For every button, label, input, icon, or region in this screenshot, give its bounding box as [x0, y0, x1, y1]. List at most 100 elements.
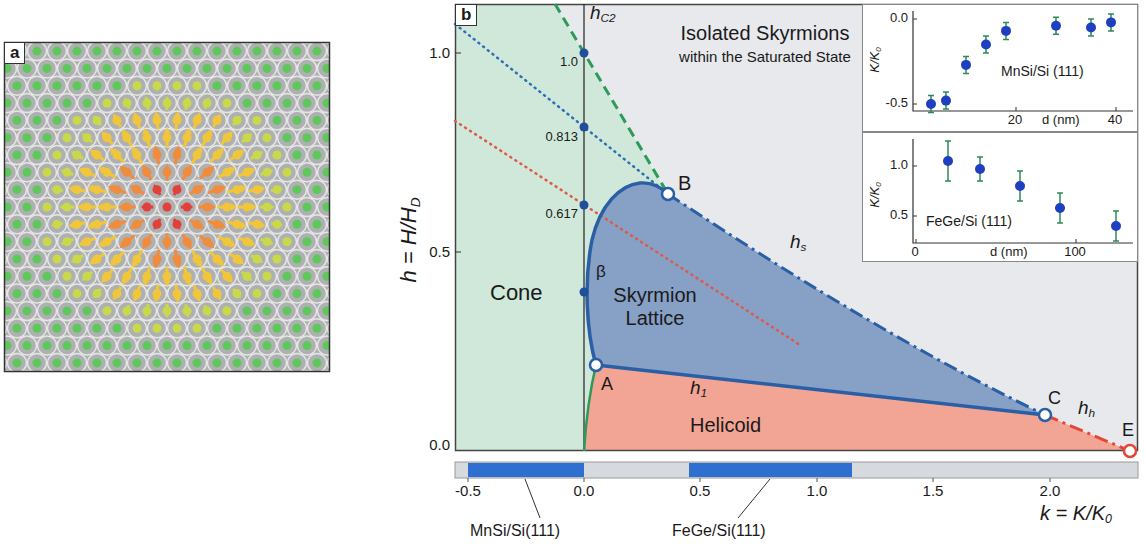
lattice-site — [318, 42, 331, 43]
spin-arrow — [227, 189, 240, 192]
spin-arrowhead — [256, 151, 263, 158]
spin-dot — [53, 151, 62, 160]
lattice-site — [58, 198, 77, 217]
spin-arrow — [157, 117, 158, 129]
leader-line — [738, 479, 770, 518]
lattice-site — [148, 353, 167, 372]
spin-dot — [303, 168, 312, 177]
spin-arrow — [227, 222, 240, 225]
lattice-site — [248, 111, 267, 130]
spin-arrowhead — [205, 277, 212, 284]
spin-arrow — [184, 267, 188, 280]
spin-arrowhead — [51, 220, 58, 228]
spin-arrow — [263, 274, 265, 276]
lattice-site — [138, 163, 157, 182]
lattice-site — [78, 59, 97, 78]
lattice-site — [168, 319, 187, 338]
spin-arrowhead — [153, 81, 161, 87]
spin-arrowhead — [237, 258, 244, 265]
lattice-site — [4, 76, 7, 95]
lattice-site — [118, 267, 137, 286]
spin-dot — [43, 168, 52, 177]
lattice-site — [308, 319, 327, 338]
axis-title: K/K — [867, 52, 882, 73]
spin-arrowhead — [245, 274, 252, 281]
spin-arrowhead — [90, 258, 97, 265]
spin-dot — [163, 203, 172, 212]
spin-arrowhead — [214, 114, 221, 121]
spin-arrowhead — [113, 114, 120, 121]
lattice-site — [138, 198, 157, 217]
spin-arrow — [249, 223, 260, 225]
tick-label: 0.0 — [429, 436, 450, 453]
data-point — [975, 164, 985, 174]
spin-dot — [23, 272, 32, 281]
spin-arrow — [68, 274, 70, 276]
spin-dot — [293, 185, 302, 194]
spin-dot — [313, 254, 322, 263]
spin-dot — [4, 237, 12, 246]
lattice-site — [178, 336, 197, 355]
lattice-site — [28, 215, 47, 234]
lattice-site — [168, 284, 187, 303]
lattice-site — [258, 94, 277, 113]
spin-dot — [73, 289, 82, 298]
lattice-site — [258, 59, 277, 78]
spin-dot — [263, 306, 272, 315]
lattice-site — [228, 42, 247, 61]
lattice-site — [108, 284, 127, 303]
lattice-site — [148, 146, 167, 165]
lattice-site — [118, 232, 137, 251]
spin-arrowhead — [43, 169, 50, 177]
lattice-site — [328, 353, 331, 372]
spin-arrow — [156, 151, 159, 164]
lattice-site — [238, 336, 257, 355]
spin-arrowhead — [240, 185, 247, 193]
spin-arrow — [105, 136, 112, 144]
spin-arrowhead — [226, 276, 233, 283]
lattice-site — [128, 111, 147, 130]
spin-arrow — [251, 255, 258, 259]
tick-label: 0.5 — [890, 208, 908, 223]
spin-arrow — [125, 268, 132, 279]
spin-dot — [293, 220, 302, 229]
spin-dot — [303, 64, 312, 73]
lattice-site — [198, 94, 217, 113]
line-label: h — [790, 231, 801, 252]
spin-arrow — [208, 221, 221, 225]
spin-arrowhead — [71, 256, 78, 263]
spin-arrowhead — [82, 274, 89, 281]
lattice-site — [18, 198, 37, 217]
tick-label: 20 — [1008, 113, 1022, 128]
lattice-site — [138, 336, 157, 355]
spin-dot — [53, 324, 62, 333]
spin-dot — [283, 99, 292, 108]
spin-arrowhead — [259, 185, 266, 193]
spin-arrowhead — [153, 326, 161, 332]
region-label: within the Saturated State — [679, 48, 851, 65]
spin-arrowhead — [173, 326, 181, 332]
spin-arrowhead — [163, 244, 171, 250]
spin-arrowhead — [197, 185, 204, 192]
critical-point — [1124, 445, 1136, 457]
axis-title: h = H/HD — [397, 197, 422, 282]
spin-arrow — [95, 254, 105, 261]
field-label: hC2 — [590, 3, 616, 25]
lattice-site — [158, 42, 177, 43]
data-point — [941, 96, 951, 106]
spin-dot — [113, 324, 122, 333]
spin-arrowhead — [42, 203, 48, 211]
panel-frame — [456, 5, 1138, 451]
spin-arrowhead — [120, 241, 127, 248]
lattice-site — [298, 198, 317, 217]
region-fill — [584, 365, 1130, 451]
spin-dot — [293, 358, 302, 367]
spin-arrowhead — [183, 96, 191, 103]
lattice-site — [28, 42, 47, 61]
spin-arrowhead — [51, 186, 58, 194]
spin-arrow — [217, 206, 231, 209]
spin-arrowhead — [141, 203, 147, 211]
spin-dot — [123, 64, 132, 73]
lattice-site — [8, 180, 27, 199]
spin-arrowhead — [142, 165, 149, 172]
